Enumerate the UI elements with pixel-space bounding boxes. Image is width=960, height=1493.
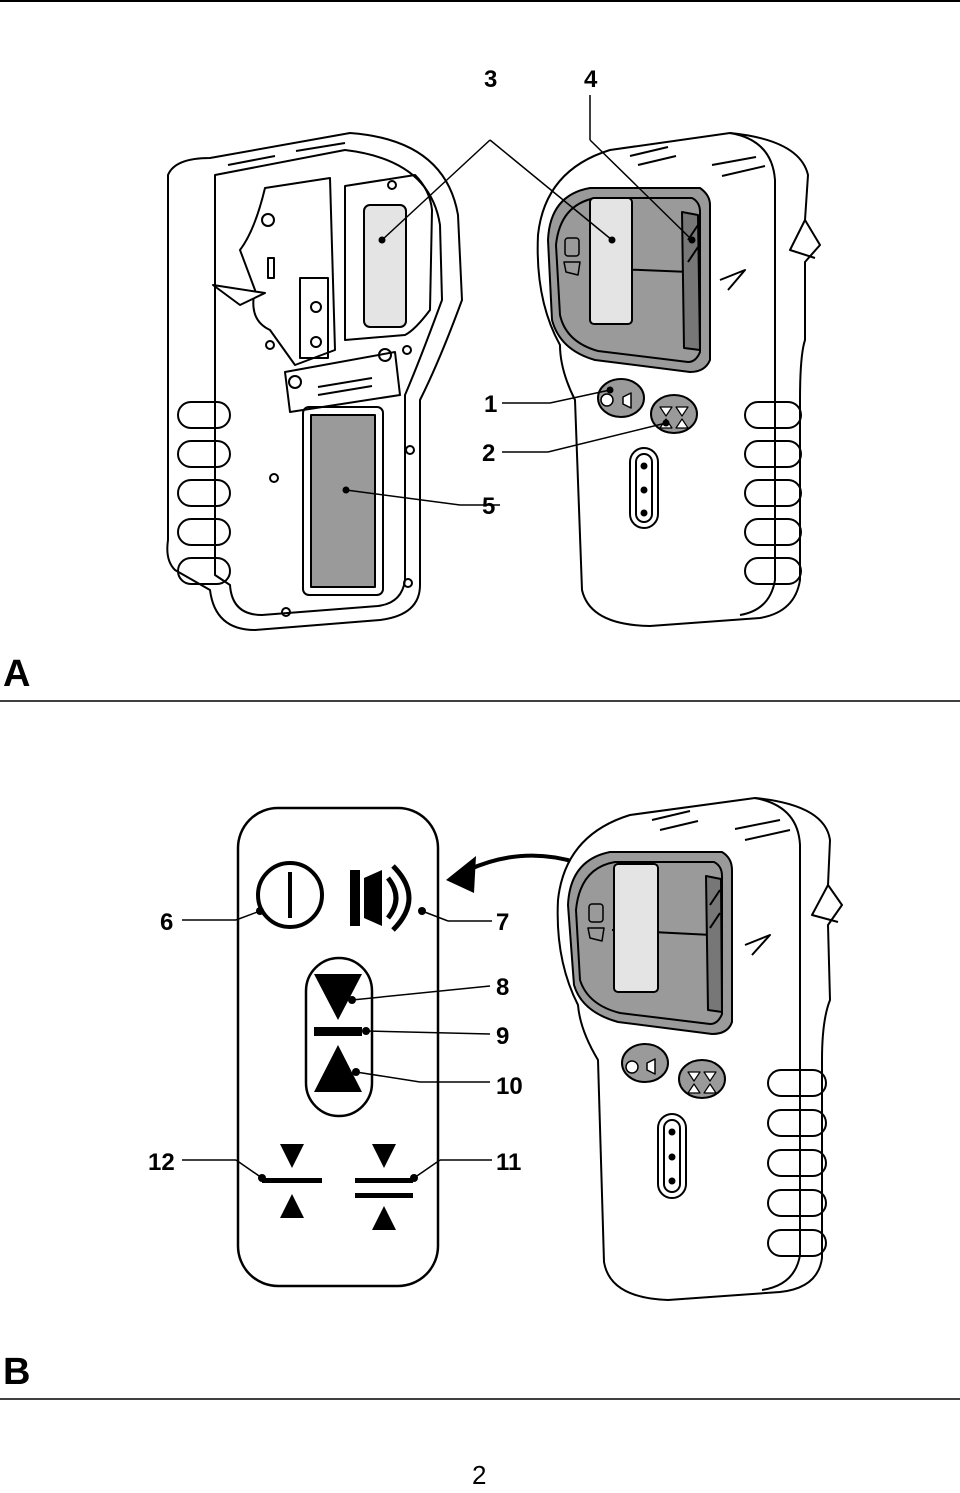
power-icon: [256, 861, 324, 929]
leader-lines-a: [345, 95, 693, 506]
callout-9: 9: [496, 1023, 509, 1050]
figure-a-label: A: [3, 653, 30, 695]
center-line-icon: [314, 1027, 362, 1036]
callout-11: 11: [496, 1149, 521, 1176]
page-number: 2: [472, 1460, 486, 1490]
callout-2: 2: [482, 440, 495, 467]
callout-10: 10: [496, 1073, 523, 1100]
callout-4: 4: [584, 66, 598, 93]
receiver-front-view: [536, 132, 821, 627]
callout-7: 7: [496, 909, 509, 936]
speaker-icon: [350, 864, 412, 932]
receiver-front-view-b: [556, 797, 843, 1301]
figure-b: [182, 797, 843, 1301]
grip-ribs-right: [744, 401, 802, 585]
coarse-precision-icon: [355, 1144, 413, 1230]
callout-8: 8: [496, 974, 509, 1001]
callout-3: 3: [484, 66, 497, 93]
receiver-back-view: [166, 132, 463, 631]
figure-a: [166, 95, 821, 631]
leader-dots-b: [256, 907, 426, 1182]
triangle-up-icon: [314, 1045, 362, 1092]
control-panel-detail: [236, 806, 440, 1288]
callout-5: 5: [482, 493, 495, 520]
callout-12: 12: [148, 1149, 175, 1176]
leader-lines-b: [182, 910, 492, 1179]
figure-b-label: B: [3, 1351, 30, 1393]
fine-precision-icon: [262, 1144, 322, 1218]
level-indicator-capsule: [304, 956, 374, 1118]
callout-1: 1: [484, 391, 497, 418]
grip-ribs: [177, 401, 231, 585]
callout-6: 6: [160, 909, 173, 936]
triangle-down-icon: [314, 974, 362, 1020]
leader-dots-a: [342, 236, 696, 494]
